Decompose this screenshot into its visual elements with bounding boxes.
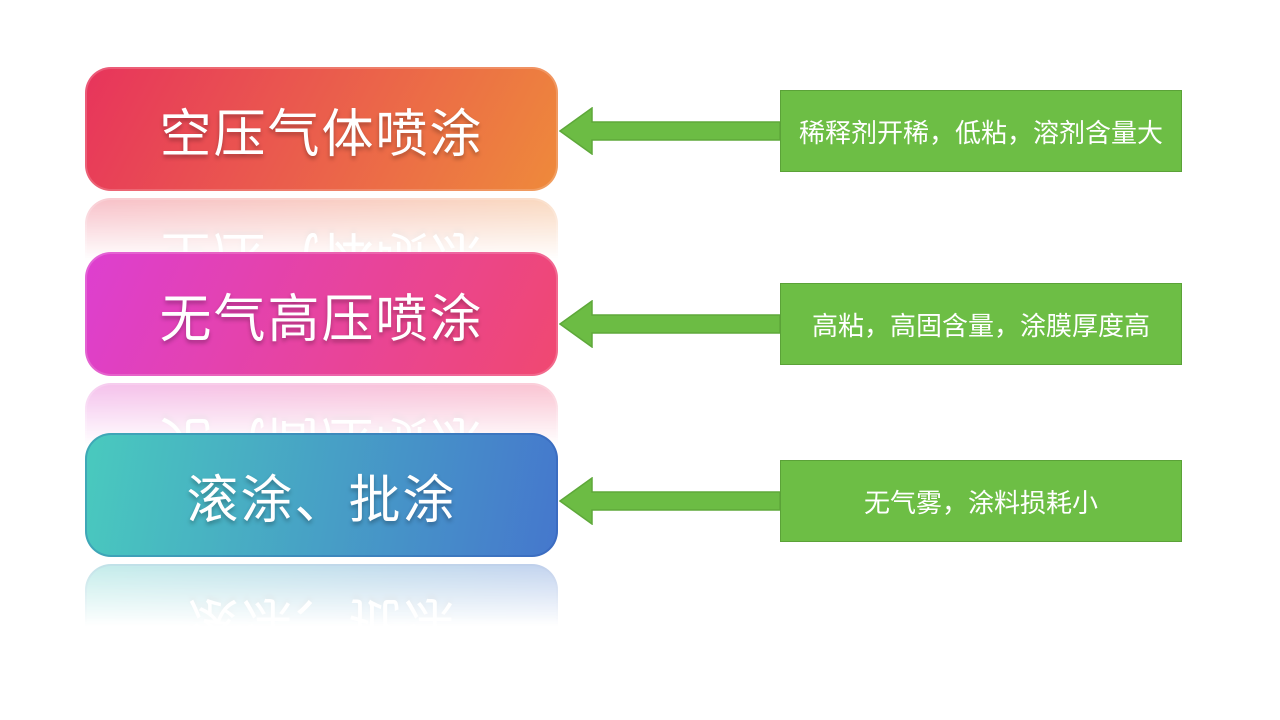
left-arrow-connector [559,477,781,525]
left-arrow-shape [559,477,781,525]
method-box-title: 滚涂、批涂 [186,471,457,530]
method-box-title: 空压气体喷涂 [159,105,484,164]
left-arrow-connector [559,300,781,348]
left-arrow-shape [559,300,781,348]
left-arrow-icon [559,300,781,348]
method-box-air-pressure-spray: 空压气体喷涂 [85,67,558,191]
note-text: 无气雾，涂料损耗小 [863,488,1098,518]
method-box-title: 无气高压喷涂 [159,290,484,349]
note-box-airless-high-pressure-spray: 高粘，高固含量，涂膜厚度高 [780,283,1182,365]
note-text: 稀释剂开稀，低粘，溶剂含量大 [798,118,1163,148]
left-arrow-shape [559,107,781,155]
method-box-airless-high-pressure-spray: 无气高压喷涂 [85,252,558,376]
left-arrow-icon [559,107,781,155]
note-box-roller-and-blade-coating: 无气雾，涂料损耗小 [780,460,1182,542]
note-box-air-pressure-spray: 稀释剂开稀，低粘，溶剂含量大 [780,90,1182,172]
left-arrow-icon [559,477,781,525]
left-arrow-connector [559,107,781,155]
method-box-roller-and-blade-coating: 滚涂、批涂 [85,433,558,557]
note-text: 高粘，高固含量，涂膜厚度高 [811,311,1150,341]
